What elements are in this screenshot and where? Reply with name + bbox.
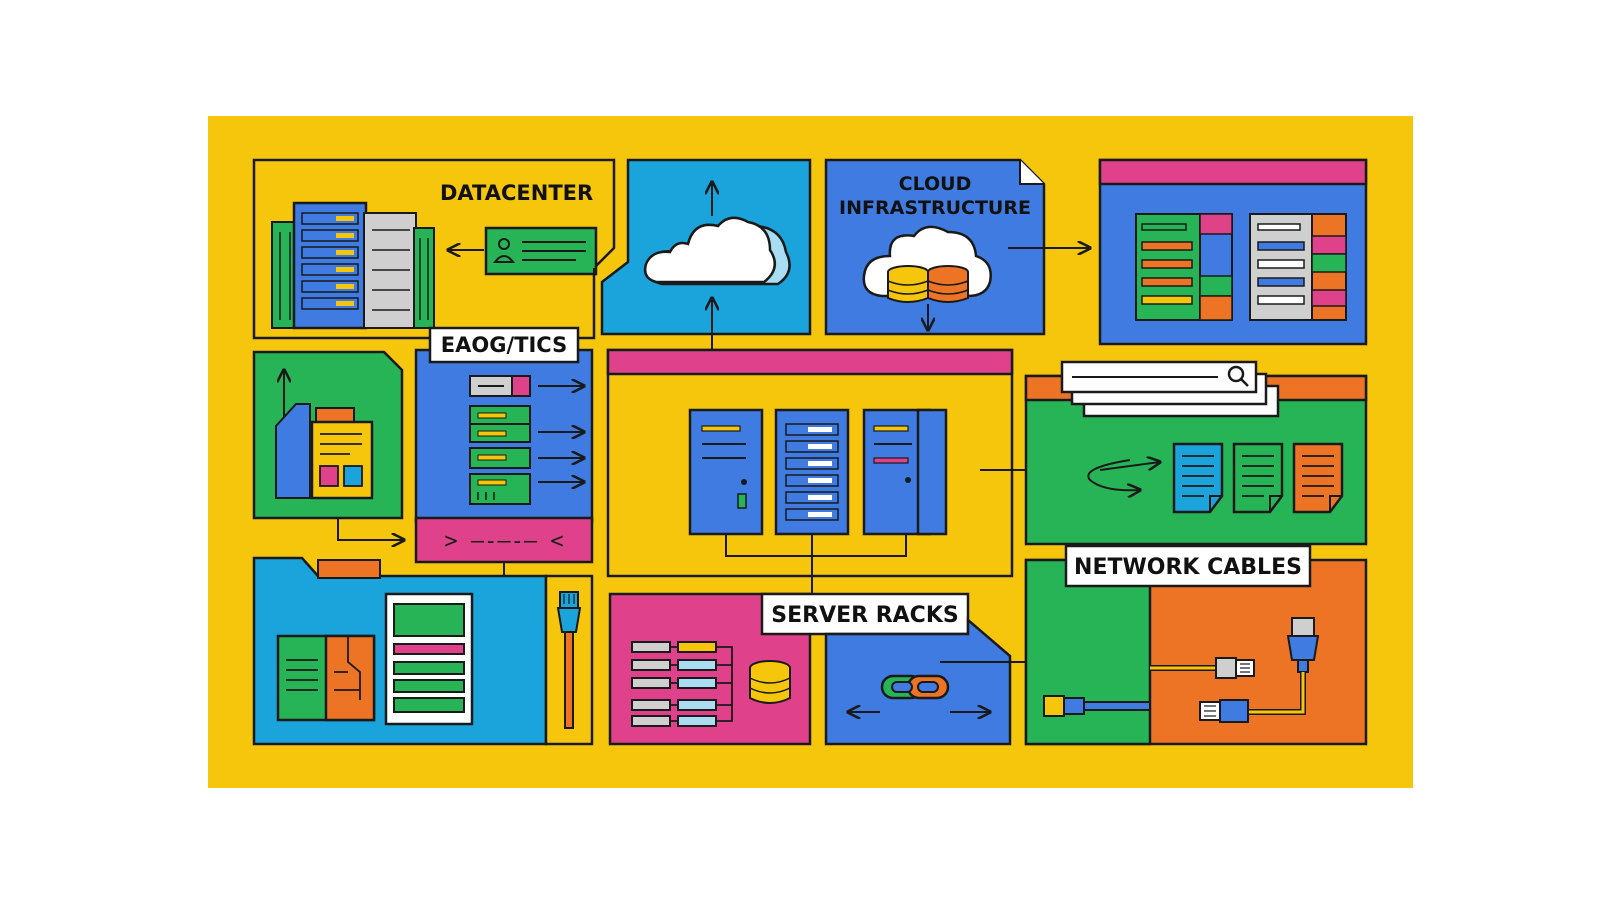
folder-icon [276, 634, 376, 722]
document-icon [1292, 442, 1344, 514]
chain-link-icon [880, 674, 950, 700]
cloud-icon [643, 216, 791, 286]
search-icon [1227, 365, 1249, 387]
document-icon [1172, 442, 1224, 514]
console-prompt: > —-—-— < [444, 529, 563, 554]
network-cables-panel: NETWORK CABLES [1024, 544, 1368, 746]
form-icon [384, 592, 474, 726]
document-icon [1232, 442, 1284, 514]
cloud-label-line1: CLOUD [899, 173, 972, 195]
server-tower-icon [862, 408, 948, 536]
document-icon [275, 403, 374, 500]
database-icon [749, 660, 791, 704]
central-servers-panel [606, 348, 1150, 600]
table-grid-icon [631, 641, 733, 727]
database-icon [887, 265, 969, 303]
link-transfer-panel [824, 617, 1130, 746]
ethernet-plug-icon [556, 591, 582, 729]
ethernet-cable-icon [1199, 617, 1320, 723]
cloud-upload-panel [600, 158, 812, 392]
analytics-panel: EAOG/TICS > —-—-— < [414, 326, 594, 676]
server-racks-label: SERVER RACKS [771, 603, 958, 628]
search-documents-panel [1024, 360, 1368, 546]
terminal-icon: > —-—-— < [414, 516, 594, 564]
server-rack-icon [271, 201, 435, 330]
ethernet-plug-panel [544, 574, 594, 746]
list-row-icon [469, 375, 531, 505]
id-card-icon [484, 226, 598, 276]
analytics-label: EAOG/TICS [441, 333, 567, 357]
files-panel [252, 556, 548, 746]
network-cables-label: NETWORK CABLES [1074, 555, 1302, 580]
server-tower-icon [688, 408, 764, 536]
ethernet-cable-icon [1043, 695, 1151, 717]
dashboard-panel [1098, 158, 1368, 346]
datacenter-panel: DATACENTER [252, 158, 616, 340]
server-racks-label-box: SERVER RACKS [760, 592, 970, 636]
datacenter-label: DATACENTER [440, 181, 593, 205]
ethernet-cable-icon [1150, 657, 1255, 679]
document-flow-panel [252, 350, 404, 540]
cloud-label-line2: INFRASTRUCTURE [839, 197, 1031, 219]
table-grid-icon [1135, 213, 1347, 321]
server-rack-icon [774, 408, 850, 536]
cloud-infrastructure-panel: CLOUD INFRASTRUCTURE [824, 158, 1090, 336]
database-table-panel [608, 592, 812, 746]
